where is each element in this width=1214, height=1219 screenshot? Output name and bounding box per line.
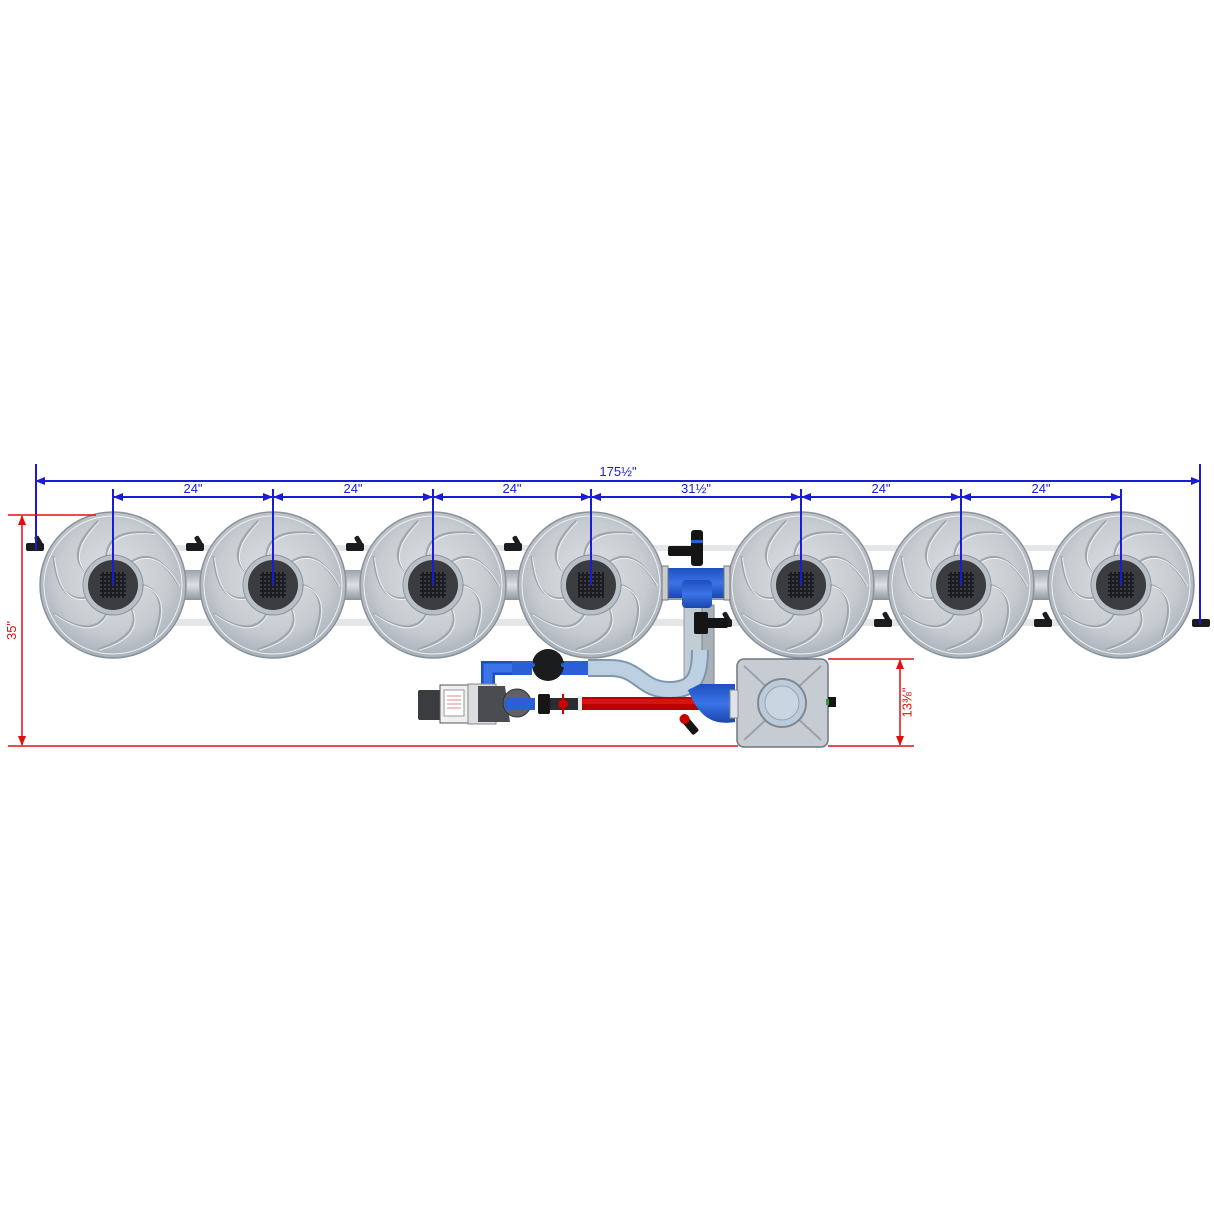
- spacing-label: 24": [1031, 481, 1051, 496]
- pump-motor: [418, 690, 444, 720]
- spacing-label: 24": [502, 481, 522, 496]
- spacing-label: 31½": [681, 481, 711, 496]
- plumbing-assembly: [418, 530, 836, 748]
- drip-connector: [504, 535, 522, 551]
- reservoir-depth-label: 13⅜": [899, 687, 915, 717]
- top-valve: [691, 530, 703, 566]
- drip-connector: [874, 611, 892, 627]
- drain-valve: [679, 714, 699, 735]
- reservoir: [729, 658, 836, 748]
- drip-connectors: [26, 535, 1210, 627]
- filter-canister: [532, 649, 564, 681]
- drip-connector: [346, 535, 364, 551]
- drip-connector: [186, 535, 204, 551]
- reservoir-elbow: [688, 684, 735, 723]
- spacing-label: 24": [871, 481, 891, 496]
- dimension-lines: [8, 464, 1201, 747]
- spacing-label: 24": [183, 481, 203, 496]
- grow-pots: [39, 511, 1195, 659]
- drip-connector: [1034, 611, 1052, 627]
- overall-width-label: 175½": [599, 464, 637, 479]
- spacing-label: 24": [343, 481, 363, 496]
- overall-depth-label: 35": [4, 620, 20, 640]
